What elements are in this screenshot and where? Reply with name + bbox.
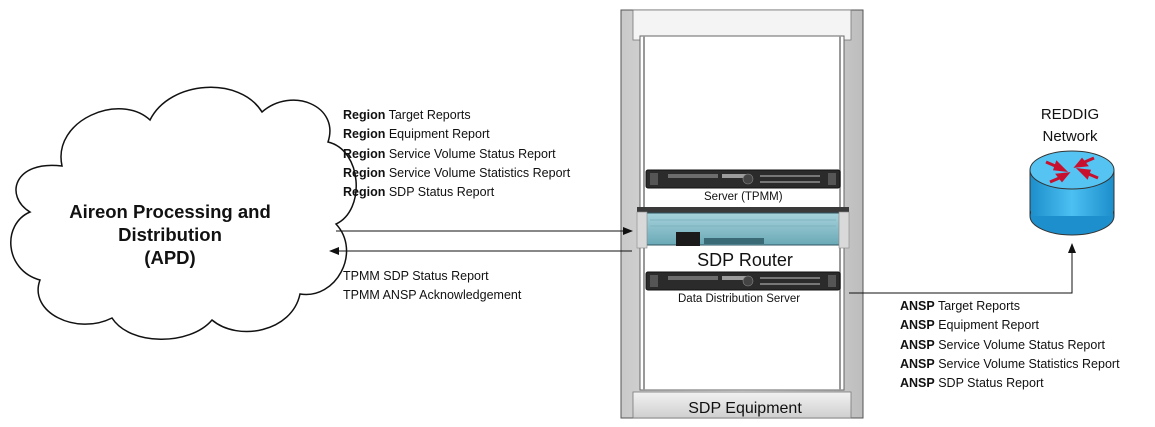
data-distribution-server-label: Data Distribution Server: [678, 293, 801, 305]
ansp-report-list: ANSP Target Reports ANSP Equipment Repor…: [900, 297, 1120, 393]
ansp-report-item: ANSP SDP Status Report: [900, 376, 1044, 391]
reddig-network-label: REDDIG Network: [1020, 104, 1120, 148]
tpmm-report-item: TPMM ANSP Acknowledgement: [343, 288, 522, 303]
region-report-item: Region Service Volume Statistics Report: [343, 165, 571, 180]
region-report-list: Region Target Reports Region Equipment R…: [343, 106, 570, 202]
sdp-router-label: SDP Router: [697, 250, 793, 270]
reddig-label-line-1: REDDIG: [1040, 106, 1100, 123]
apd-cloud-label: Aireon Processing and Distribution (APD): [20, 200, 320, 269]
ansp-report-item: ANSP Target Reports: [900, 299, 1020, 313]
arrow-sdp-to-reddig: [849, 243, 1076, 294]
apd-label-line-2: Distribution: [118, 224, 222, 245]
ansp-report-item: ANSP Equipment Report: [900, 318, 1039, 333]
server-tpmm-device: [645, 169, 841, 189]
apd-label-line-1: Aireon Processing and: [69, 201, 271, 222]
apd-label-line-3: (APD): [144, 247, 196, 268]
apd-cloud-shape: [10, 86, 357, 340]
ansp-report-item: ANSP Service Volume Statistics Report: [900, 356, 1120, 371]
tpmm-report-item: TPMM SDP Status Report: [343, 269, 489, 283]
data-distribution-server-device: [645, 271, 841, 291]
reddig-label-line-2: Network: [1042, 128, 1098, 145]
server-tpmm-label: Server (TPMM): [704, 191, 783, 203]
tpmm-report-list: TPMM SDP Status Report TPMM ANSP Acknowl…: [343, 267, 521, 306]
region-report-item: Region Service Volume Status Report: [343, 146, 556, 161]
sdp-equipment-label: SDP Equipment: [688, 400, 802, 417]
sdp-router-device: [636, 207, 850, 249]
region-report-item: Region Target Reports: [343, 108, 471, 122]
ansp-report-item: ANSP Service Volume Status Report: [900, 337, 1105, 352]
region-report-item: Region Equipment Report: [343, 127, 490, 142]
reddig-router-icon: [1029, 150, 1115, 236]
region-report-item: Region SDP Status Report: [343, 185, 495, 200]
